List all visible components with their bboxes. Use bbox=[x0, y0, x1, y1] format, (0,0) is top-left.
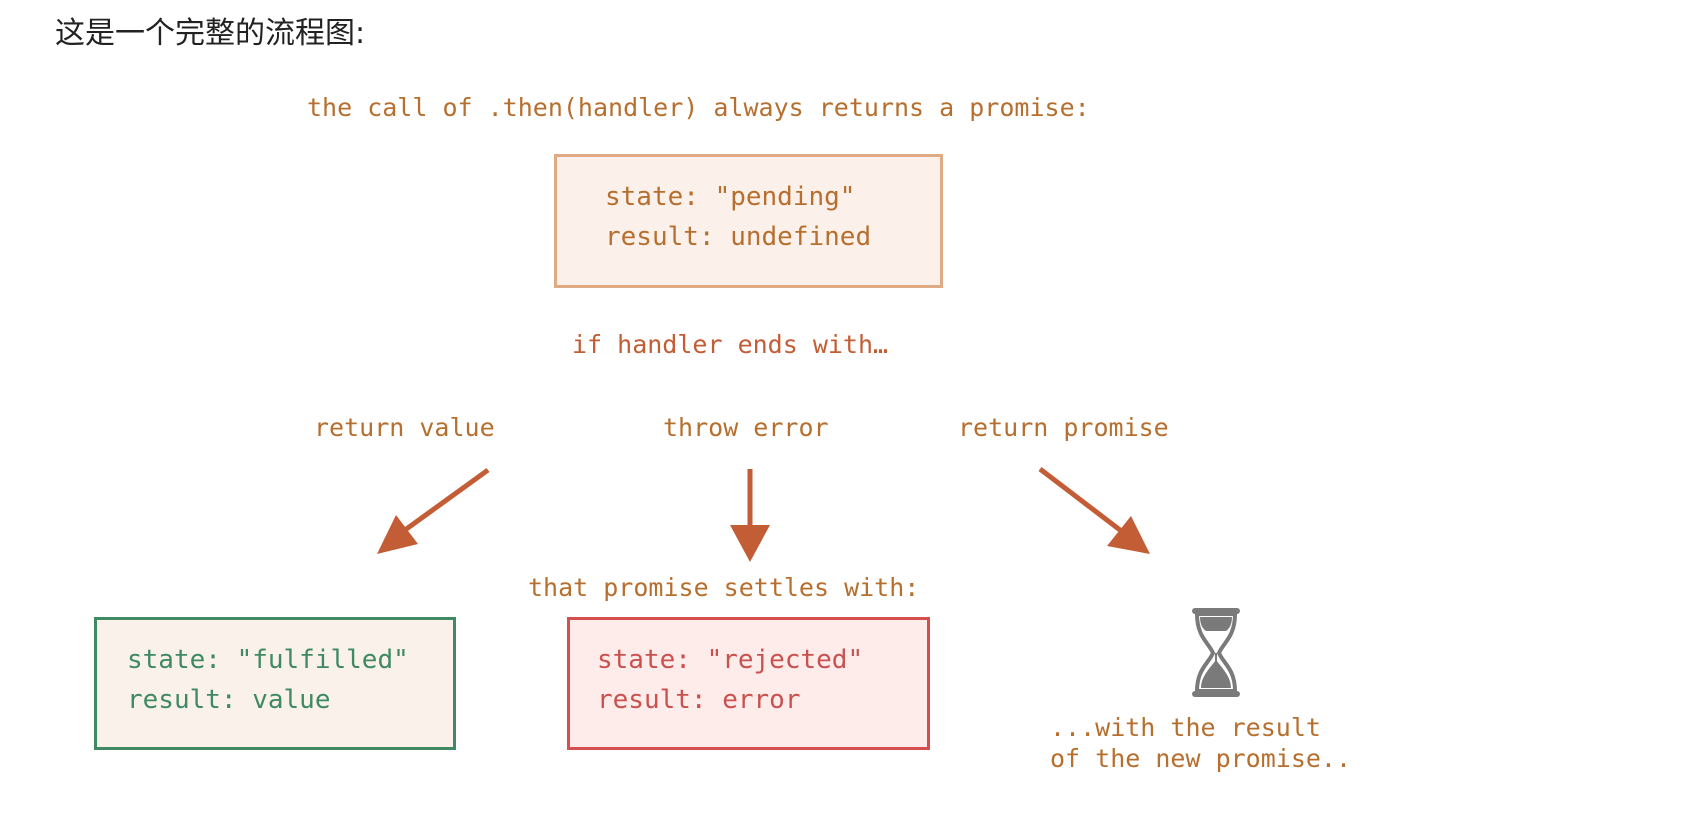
fulfilled-result: result: value bbox=[127, 685, 331, 715]
rejected-promise-box: state: "rejected" result: error bbox=[567, 617, 930, 750]
result-note-line1: ...with the result bbox=[1050, 713, 1321, 742]
pending-result: result: undefined bbox=[605, 222, 872, 252]
settles-label: that promise settles with: bbox=[528, 573, 920, 602]
new-promise-result-note: ...with the result of the new promise.. bbox=[1050, 712, 1351, 774]
arrow-down-icon bbox=[730, 469, 770, 562]
hourglass-icon bbox=[1192, 608, 1240, 697]
fulfilled-promise-box: state: "fulfilled" result: value bbox=[94, 617, 456, 750]
branch-throw-error: throw error bbox=[663, 413, 829, 442]
arrow-down-left-icon bbox=[377, 467, 490, 554]
result-note-line2: of the new promise.. bbox=[1050, 744, 1352, 773]
pending-state: state: "pending" bbox=[605, 182, 856, 212]
branch-return-promise: return promise bbox=[958, 413, 1169, 442]
condition-label: if handler ends with… bbox=[572, 330, 889, 359]
rejected-result: result: error bbox=[597, 685, 801, 715]
pending-promise-box: state: "pending" result: undefined bbox=[554, 154, 943, 288]
branch-return-value: return value bbox=[314, 413, 495, 442]
rejected-state: state: "rejected" bbox=[597, 645, 864, 675]
fulfilled-state: state: "fulfilled" bbox=[127, 645, 409, 675]
arrow-down-right-icon bbox=[1038, 467, 1150, 554]
section-heading: 这是一个完整的流程图: bbox=[55, 16, 366, 51]
top-label: the call of .then(handler) always return… bbox=[307, 93, 1090, 122]
